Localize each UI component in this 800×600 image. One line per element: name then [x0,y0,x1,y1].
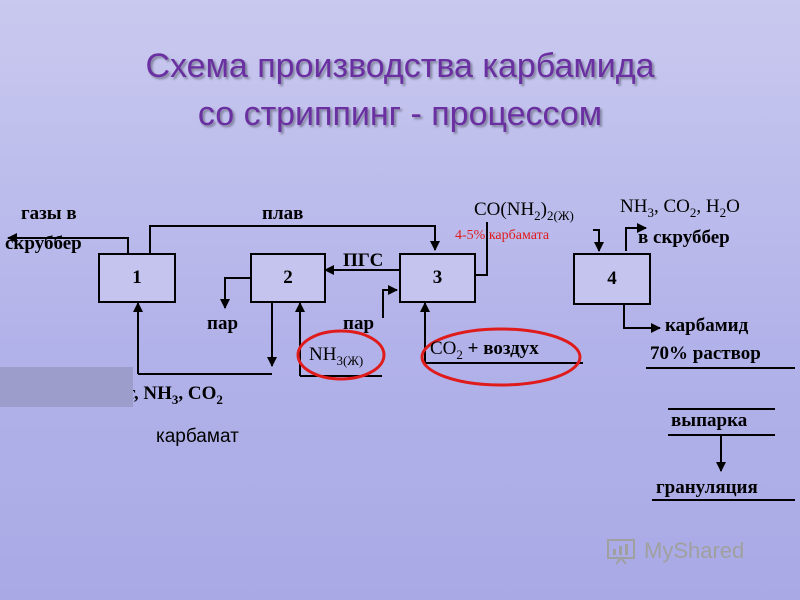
gases-box4-label: NH3, CO2, H2O [620,196,740,220]
process-box-2: 2 [250,253,326,303]
melt-arrow [149,225,440,253]
steam-label-box2: пар [207,313,239,334]
evaporation-label: выпарка [671,410,748,431]
gases-label-line2: скруббер [5,233,82,254]
page-title: Схема производства карбамида [145,47,655,85]
page-subtitle: со стриппинг - процессом [197,95,603,133]
pgs-label: ПГС [343,250,384,271]
watermark-text: MyShared [644,538,745,563]
gases-label-line1: газы в [21,203,77,224]
granulation-label: грануляция [656,477,758,498]
product-arrow [623,302,661,333]
process-box-4: 4 [573,253,651,305]
carbamate-label: карбамат [156,426,239,447]
nh3-highlight-ring [296,329,386,381]
co2-air-label: CO2 + воздух [430,338,539,362]
steam3-arrow [382,285,398,318]
watermark: MyShared [606,537,744,565]
nh3-liquid-label: NH3(Ж) [309,344,364,368]
urea-outflow-label: CO(NH2)2(Ж) [474,199,574,223]
melt-label: плав [262,203,304,224]
gases-arrow [7,233,129,253]
to-scrubber-label: в скруббер [638,227,730,248]
overlay-bar [0,367,133,407]
presentation-icon [607,539,635,565]
steam2-arrow [220,277,250,309]
gases4-arrow [625,223,647,251]
to-box4-arrow [593,229,604,252]
co2-highlight-ring [420,327,582,387]
urea-out-line [474,222,488,276]
process-box-1: 1 [98,253,176,303]
process-box-3: 3 [399,253,476,303]
urea-label: карбамид [665,315,749,336]
carbamate-percent-label: 4-5% карбамата [455,228,550,243]
steam-label-box3: пар [343,313,375,334]
solution-label: 70% раствор [650,343,761,364]
